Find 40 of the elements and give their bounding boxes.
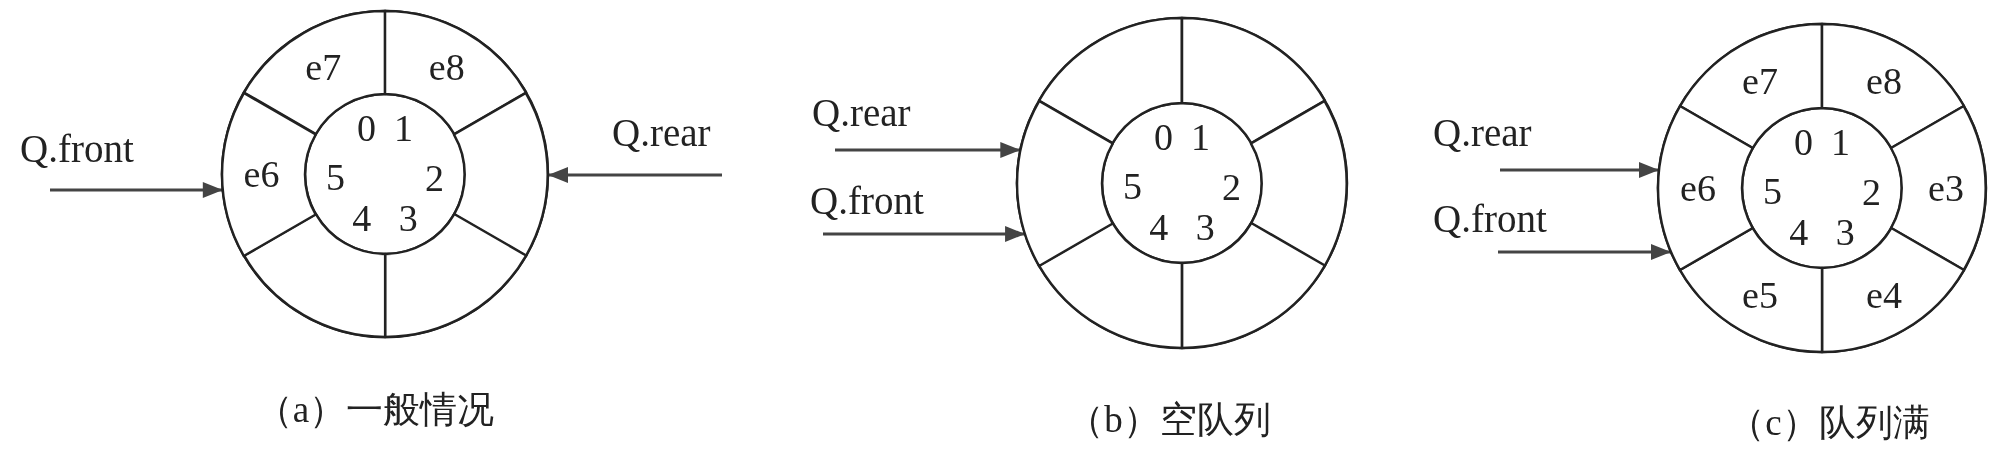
queue-ring bbox=[1658, 24, 1986, 352]
pointer-label: Q.front bbox=[810, 180, 924, 234]
pointer-label: Q.rear bbox=[612, 112, 711, 175]
figure-caption: （b）空队列 bbox=[1067, 398, 1271, 442]
pointer-label: Q.rear bbox=[812, 92, 911, 150]
slot-index: 5 bbox=[1762, 171, 1782, 210]
ring-sector: e6 bbox=[222, 92, 316, 256]
arrow bbox=[50, 182, 223, 198]
queue-ring bbox=[222, 11, 548, 337]
pointer-label: Q.rear bbox=[1433, 112, 1532, 170]
slot-index: 3 bbox=[1195, 207, 1215, 246]
arrow bbox=[823, 226, 1026, 242]
slot-index: 1 bbox=[1831, 123, 1851, 161]
arrow bbox=[1500, 162, 1659, 178]
pointer-label: Q.front bbox=[1433, 198, 1547, 252]
slot-index: 4 bbox=[1149, 207, 1169, 246]
slot-index: 2 bbox=[1221, 168, 1241, 207]
slot-index: 1 bbox=[1191, 118, 1211, 156]
ring-sector bbox=[1017, 100, 1113, 266]
pointer-label: Q.front bbox=[20, 128, 134, 190]
slot-index: 3 bbox=[398, 198, 418, 237]
slot-index: 2 bbox=[424, 159, 444, 198]
slot-index: 4 bbox=[352, 198, 372, 237]
queue-ring bbox=[1017, 18, 1347, 348]
ring-sector: e6 bbox=[1658, 106, 1753, 270]
slot-index: 5 bbox=[325, 157, 345, 196]
figure-caption: （c）队列满 bbox=[1728, 401, 1930, 445]
ring-sector bbox=[1251, 100, 1347, 266]
slot-index: 0 bbox=[356, 109, 376, 147]
slot-index: 5 bbox=[1122, 166, 1142, 205]
slot-index: 1 bbox=[394, 109, 414, 147]
ring-sector bbox=[454, 92, 548, 256]
arrow bbox=[1498, 244, 1671, 260]
arrow bbox=[835, 142, 1021, 158]
arrow bbox=[548, 167, 722, 183]
figure-caption: （a）一般情况 bbox=[255, 388, 495, 432]
slot-index: 0 bbox=[1153, 118, 1173, 156]
ring-sector: e3 bbox=[1891, 106, 1986, 270]
slot-index: 0 bbox=[1793, 123, 1813, 161]
slot-index: 2 bbox=[1861, 173, 1881, 212]
